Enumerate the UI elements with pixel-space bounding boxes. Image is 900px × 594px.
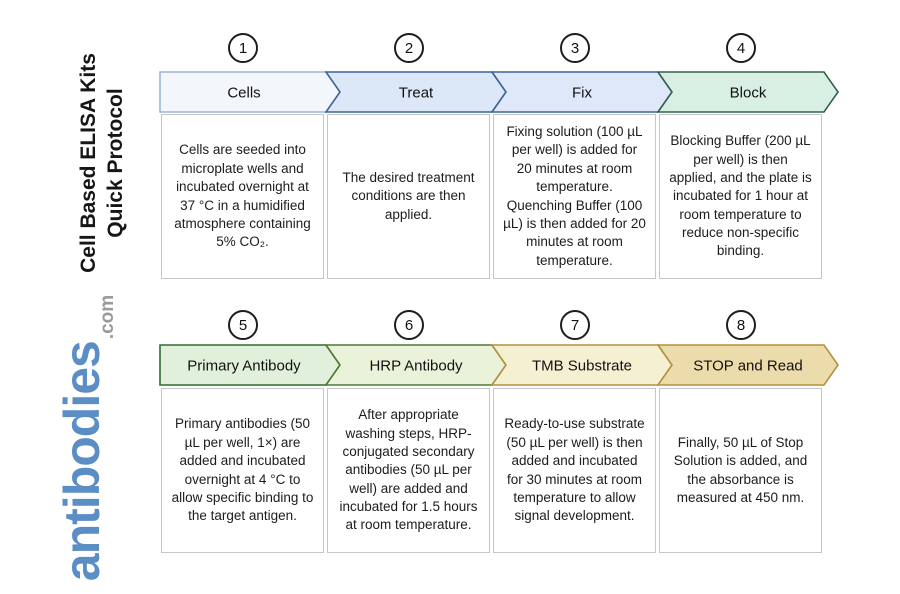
step-description-text: Primary antibodies (50 µL per well, 1×) … bbox=[171, 416, 314, 524]
step-number-badge: 6 bbox=[394, 310, 424, 340]
step-description-text: After appropriate washing steps, HRP-con… bbox=[339, 407, 478, 533]
brand-name: antibodies bbox=[54, 341, 110, 582]
step-arrow-label: Treat bbox=[399, 85, 434, 102]
step-number-badge: 1 bbox=[228, 33, 258, 63]
step-arrow: STOP and Read bbox=[657, 344, 839, 386]
step-arrow: Block bbox=[657, 71, 839, 113]
step-arrow-label: Fix bbox=[572, 85, 592, 102]
step-arrow-label: TMB Substrate bbox=[532, 358, 632, 375]
protocol-title-line2: Quick Protocol bbox=[104, 88, 127, 238]
brand-tld: .com bbox=[97, 294, 118, 340]
step-description-box: After appropriate washing steps, HRP-con… bbox=[327, 388, 490, 553]
step-description-text: Ready-to-use substrate (50 µL per well) … bbox=[504, 416, 645, 524]
protocol-title: Cell Based ELISA Kits Quick Protocol bbox=[75, 33, 129, 293]
step-arrow: Cells bbox=[159, 71, 341, 113]
step-arrow: Treat bbox=[325, 71, 507, 113]
step-arrow: HRP Antibody bbox=[325, 344, 507, 386]
step-number-badge: 8 bbox=[726, 310, 756, 340]
step-description-text: Fixing solution (100 µL per well) is add… bbox=[503, 124, 646, 268]
step-number-badge: 3 bbox=[560, 33, 590, 63]
step-arrow-label: Cells bbox=[227, 85, 260, 102]
step-arrow-label: Block bbox=[730, 85, 767, 102]
step-number-badge: 4 bbox=[726, 33, 756, 63]
step-arrow: Fix bbox=[491, 71, 673, 113]
step-arrow: TMB Substrate bbox=[491, 344, 673, 386]
step-description-text: Cells are seeded into microplate wells a… bbox=[174, 142, 311, 250]
step-description-box: Blocking Buffer (200 µL per well) is the… bbox=[659, 114, 822, 279]
step-description-text: Blocking Buffer (200 µL per well) is the… bbox=[669, 133, 812, 259]
step-arrow-label: Primary Antibody bbox=[187, 358, 301, 375]
step-description-text: The desired treatment conditions are the… bbox=[342, 169, 475, 222]
step-number-badge: 2 bbox=[394, 33, 424, 63]
step-arrow-label: STOP and Read bbox=[693, 358, 803, 375]
step-arrow-shape bbox=[657, 344, 839, 386]
protocol-title-line1: Cell Based ELISA Kits bbox=[77, 53, 100, 273]
step-arrow-label: HRP Antibody bbox=[369, 358, 463, 375]
step-number-badge: 7 bbox=[560, 310, 590, 340]
step-description-box: Cells are seeded into microplate wells a… bbox=[161, 114, 324, 279]
step-description-box: Ready-to-use substrate (50 µL per well) … bbox=[493, 388, 656, 553]
step-arrow: Primary Antibody bbox=[159, 344, 341, 386]
step-description-text: Finally, 50 µL of Stop Solution is added… bbox=[673, 434, 808, 505]
brand-logo: antibodies.com bbox=[53, 288, 118, 588]
step-description-box: Primary antibodies (50 µL per well, 1×) … bbox=[161, 388, 324, 553]
step-arrow-shape bbox=[657, 71, 839, 113]
step-description-box: Finally, 50 µL of Stop Solution is added… bbox=[659, 388, 822, 553]
step-description-box: The desired treatment conditions are the… bbox=[327, 114, 490, 279]
step-number-badge: 5 bbox=[228, 310, 258, 340]
step-description-box: Fixing solution (100 µL per well) is add… bbox=[493, 114, 656, 279]
